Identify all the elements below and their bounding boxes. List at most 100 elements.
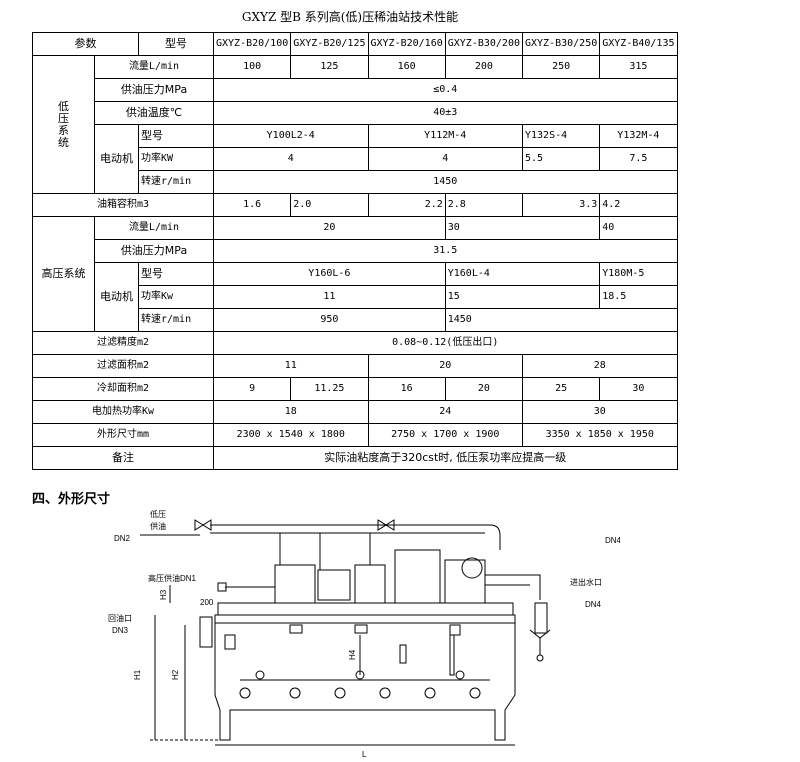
table-cell: 18 xyxy=(213,400,369,424)
table-cell: Y100L2-4 xyxy=(213,124,369,148)
table-cell: 250 xyxy=(521,55,601,79)
table-title: GXYZ 型B 系列高(低)压稀油站技术性能 xyxy=(241,10,459,24)
table-row: 电动机 型号 Y100L2-4 Y112M-4 Y132S-4 Y132M-4 xyxy=(33,124,678,194)
table-cell: 7.5 xyxy=(599,147,678,171)
table-cell: 40±3 xyxy=(213,101,678,125)
high-supply-label: 高压供油DN1 xyxy=(148,573,197,583)
table-cell: 20 xyxy=(367,354,523,378)
table-cell: 1450 xyxy=(444,308,678,332)
return-label-1: 回油口 xyxy=(108,613,132,623)
table-cell: 2750 x 1700 x 1900 xyxy=(367,423,523,447)
table-cell: 30 xyxy=(522,400,678,424)
table-cell: 11.25 xyxy=(290,377,369,401)
param-header: 参数 xyxy=(32,32,139,56)
high-power-label: 功率Kw xyxy=(138,285,214,309)
table-cell: 950 xyxy=(213,308,446,332)
table-cell: 40 xyxy=(599,216,678,240)
table-cell: Y160L-4 xyxy=(444,262,601,286)
table-row: 外形尺寸mm 2300 x 1540 x 1800 2750 x 1700 x … xyxy=(32,423,678,447)
table-cell: 16 xyxy=(367,377,446,401)
table-cell: 2.8 xyxy=(444,193,524,217)
table-cell: 200 xyxy=(444,55,524,79)
high-motor-model-label: 型号 xyxy=(138,262,214,286)
table-row: 冷却面积m2 9 11.25 16 20 25 30 xyxy=(32,377,678,401)
table-row: 供油压力MPa ≤0.4 xyxy=(33,78,678,102)
model-col-3: GXYZ-B20/160 xyxy=(367,32,446,56)
h2-label: H2 xyxy=(171,669,180,680)
table-row: 供油压力MPa 31.5 xyxy=(33,239,678,263)
table-cell: 4 xyxy=(367,147,523,171)
table-cell: 20 xyxy=(213,216,446,240)
table-cell: 100 xyxy=(212,55,292,79)
table-cell: 160 xyxy=(367,55,446,79)
filter-precision-label: 过滤精度m2 xyxy=(32,331,214,355)
h3-label: H3 xyxy=(159,589,168,600)
table-cell: 0.08~0.12(低压出口) xyxy=(213,331,678,355)
table-row: 低 压 系 统 流量L/min 100 125 160 200 250 315 xyxy=(32,55,678,194)
high-motor-label: 电动机 xyxy=(94,262,139,332)
table-cell: 11 xyxy=(213,354,369,378)
table-cell: 2300 x 1540 x 1800 xyxy=(213,423,369,447)
table-cell: 24 xyxy=(367,400,523,424)
table-row: 电动机 型号 Y160L-6 Y160L-4 Y180M-5 xyxy=(33,262,678,332)
model-col-1: GXYZ-B20/100 xyxy=(212,32,292,56)
table-cell: 3350 x 1850 x 1950 xyxy=(522,423,678,447)
table-cell: 3.3 xyxy=(521,193,601,217)
table-cell: 31.5 xyxy=(213,239,678,263)
table-cell: 11 xyxy=(213,285,446,309)
high-speed-label: 转速r/min xyxy=(138,308,214,332)
table-cell: Y160L-6 xyxy=(213,262,446,286)
table-cell: 315 xyxy=(599,55,678,79)
low-speed-label: 转速r/min xyxy=(138,170,214,194)
low-flow-label: 流量L/min xyxy=(94,55,214,79)
table-cell: 25 xyxy=(521,377,601,401)
table-cell: 2.0 xyxy=(290,193,369,217)
model-header: 型号 xyxy=(138,32,214,56)
oil-station-drawing: 低压 供油 DN2 高压供油DN1 200 回油口 DN3 DN4 进出水口 D… xyxy=(108,509,620,759)
table-row: 过滤面积m2 11 20 28 xyxy=(32,354,678,378)
table-cell: 9 xyxy=(212,377,292,401)
dn4-bottom-label: DN4 xyxy=(585,600,602,609)
low-motor-label: 电动机 xyxy=(94,124,139,194)
table-row: 油箱容积m3 1.6 2.0 2.2 2.8 3.3 4.2 xyxy=(32,193,678,217)
spec-table: 参数 型号 GXYZ-B20/100 GXYZ-B20/125 GXYZ-B20… xyxy=(32,32,678,470)
table-cell: Y112M-4 xyxy=(367,124,523,148)
return-label-2: DN3 xyxy=(112,626,129,635)
table-cell: 1450 xyxy=(213,170,678,194)
table-header-row: 参数 型号 GXYZ-B20/100 GXYZ-B20/125 GXYZ-B20… xyxy=(32,32,678,56)
l-label: L xyxy=(362,750,367,759)
model-col-4: GXYZ-B30/200 xyxy=(444,32,524,56)
high-flow-label: 流量L/min xyxy=(94,216,214,240)
table-cell: 4 xyxy=(213,147,369,171)
note-label: 备注 xyxy=(32,446,214,470)
model-col-2: GXYZ-B20/125 xyxy=(290,32,369,56)
table-cell: 5.5 xyxy=(521,147,601,171)
dimensions-label: 外形尺寸mm xyxy=(32,423,214,447)
table-cell: 15 xyxy=(444,285,601,309)
high-pressure-label: 供油压力MPa xyxy=(94,239,214,263)
model-col-6: GXYZ-B40/135 xyxy=(599,32,678,56)
table-row: 备注 实际油粘度高于320cst时, 低压泵功率应提高一级 xyxy=(32,446,678,470)
model-col-5: GXYZ-B30/250 xyxy=(521,32,601,56)
h4-label: H4 xyxy=(348,649,357,660)
table-cell: Y132S-4 xyxy=(521,124,601,148)
table-cell: Y180M-5 xyxy=(599,262,678,286)
table-cell: 4.2 xyxy=(599,193,678,217)
high-system-label: 高压系统 xyxy=(32,216,95,332)
table-row: 高压系统 流量L/min 20 30 40 xyxy=(32,216,678,332)
tank-label: 油箱容积m3 xyxy=(32,193,214,217)
table-cell: Y132M-4 xyxy=(599,124,678,148)
low-temp-label: 供油温度℃ xyxy=(94,101,214,125)
note-value: 实际油粘度高于320cst时, 低压泵功率应提高一级 xyxy=(213,446,678,470)
tank-outline-icon xyxy=(214,614,516,741)
dim-200-label: 200 xyxy=(200,598,214,607)
table-cell: 30 xyxy=(444,216,601,240)
table-row: 供油温度℃ 40±3 xyxy=(33,101,678,125)
low-supply-label-2: 供油 xyxy=(150,521,166,531)
dn4-top-label: DN4 xyxy=(605,536,620,545)
low-power-label: 功率KW xyxy=(138,147,214,171)
h1-label: H1 xyxy=(133,669,142,680)
low-pressure-label: 供油压力MPa xyxy=(94,78,214,102)
table-cell: 1.6 xyxy=(212,193,292,217)
table-cell: ≤0.4 xyxy=(213,78,678,102)
